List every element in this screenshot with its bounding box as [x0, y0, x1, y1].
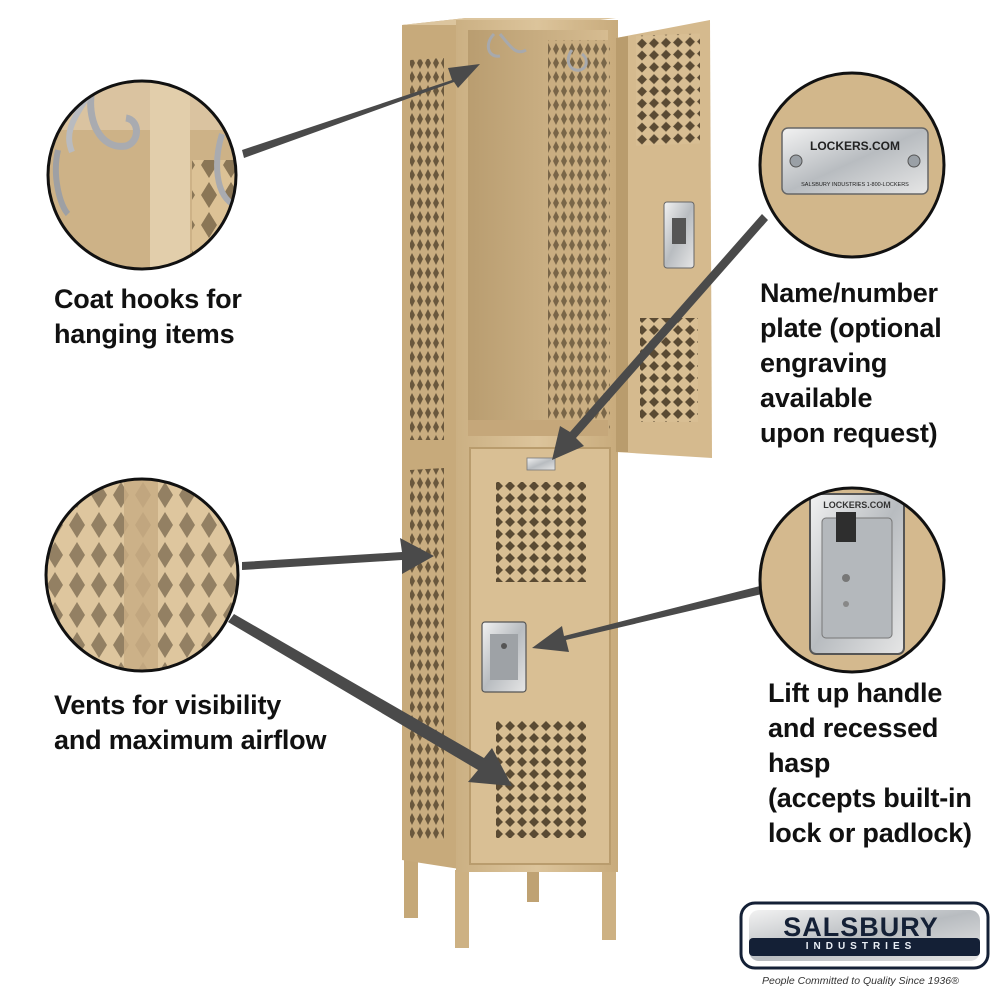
locker-leg-left — [404, 858, 418, 918]
logo-subtitle: INDUSTRIES — [805, 941, 917, 952]
name-plate-brand: LOCKERS.COM — [810, 139, 900, 153]
logo-tagline: People Committed to Quality Since 1936® — [762, 975, 959, 987]
inset-vents — [44, 477, 240, 673]
coat-hook-icon — [486, 32, 527, 58]
door-vent-lower — [496, 720, 586, 838]
callout-vents: Vents for visibility and maximum airflow — [54, 690, 327, 755]
name-plate-small-text: SALSBURY INDUSTRIES 1-800-LOCKERS — [801, 182, 909, 188]
locker — [402, 18, 712, 948]
callout-coat-hooks: Coat hooks for hanging items — [54, 284, 242, 349]
inset-handle: LOCKERS.COM — [758, 486, 946, 674]
arrow-handle — [532, 586, 762, 652]
door-number-plate — [526, 457, 556, 471]
coat-hook-right-icon — [566, 49, 588, 72]
locker-leg-front-right — [602, 862, 616, 940]
logo-wordmark: SALSBURY — [783, 912, 939, 942]
arrow-name-plate — [552, 214, 768, 460]
door-vent-upper — [496, 482, 586, 582]
arrow-vent-side — [242, 538, 434, 574]
arrow-vent-door — [228, 614, 512, 786]
callout-arrows — [228, 64, 768, 786]
handle-brand-text: LOCKERS.COM — [823, 500, 891, 510]
arrow-coat-hook — [242, 64, 480, 158]
inset-name-plate: LOCKERS.COM SALSBURY INDUSTRIES 1-800-LO… — [758, 71, 946, 259]
inset-coat-hooks — [46, 79, 238, 271]
locker-leg-front-left — [455, 870, 469, 948]
locker-leg-back — [527, 868, 539, 902]
callout-handle: Lift up handle and recessed hasp (accept… — [768, 678, 972, 848]
salsbury-logo — [739, 901, 990, 970]
callout-name-plate: Name/number plate (optional engraving av… — [760, 278, 942, 448]
